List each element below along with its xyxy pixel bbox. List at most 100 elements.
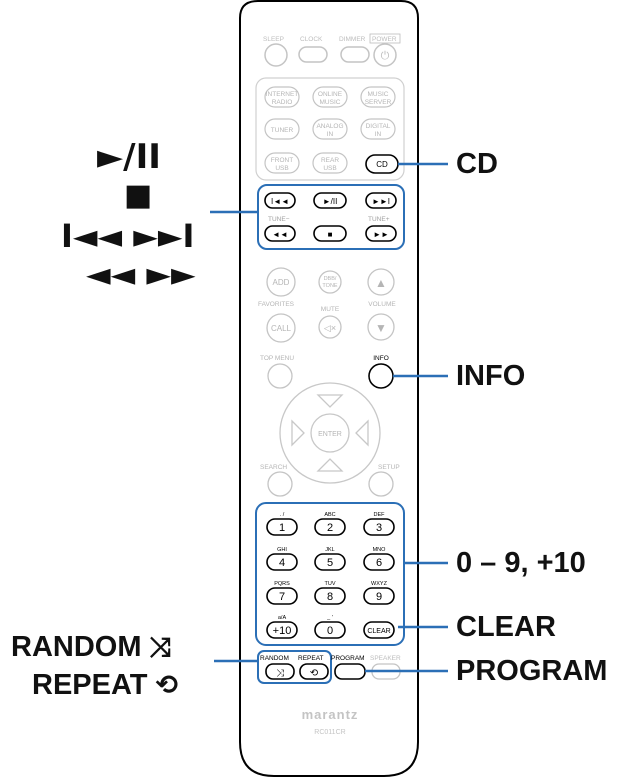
number-label-4: 4 bbox=[279, 557, 285, 569]
tune-minus-label: TUNE− bbox=[268, 216, 290, 223]
power-icon: ⏻ bbox=[381, 50, 390, 62]
search-callout: ◄◄ ►► bbox=[86, 255, 196, 293]
number-button-+10[interactable] bbox=[266, 621, 298, 639]
number-letters-label: GHI bbox=[277, 547, 287, 553]
number-letters-label: _ ' bbox=[326, 615, 333, 621]
power-label: POWER bbox=[372, 36, 397, 43]
call-button[interactable] bbox=[266, 313, 296, 343]
analog-label: ANALOG bbox=[316, 123, 343, 130]
repeat-icon: ⟲ bbox=[310, 668, 319, 679]
rear-usb-label: USB bbox=[323, 165, 336, 172]
add-label: ADD bbox=[273, 278, 290, 287]
number-button-8[interactable] bbox=[314, 587, 346, 605]
number-letters-label: PQRS bbox=[274, 581, 290, 587]
number-label-3: 3 bbox=[376, 522, 382, 534]
online-music-label: MUSIC bbox=[320, 99, 341, 106]
number-label-5: 5 bbox=[327, 557, 333, 569]
clear-callout: CLEAR bbox=[456, 611, 556, 643]
clock-label: CLOCK bbox=[300, 36, 323, 43]
add-button[interactable] bbox=[266, 267, 296, 297]
play-pause-icon: ►/II bbox=[323, 197, 338, 206]
number-letters-label: a/A bbox=[278, 615, 287, 621]
forward-icon: ►► bbox=[373, 230, 389, 239]
number-label-7: 7 bbox=[279, 591, 285, 603]
server-label: SERVER bbox=[365, 99, 392, 106]
source-buttons bbox=[264, 86, 396, 174]
number-label-+10: +10 bbox=[273, 625, 292, 637]
search-label: SEARCH bbox=[260, 464, 287, 471]
number-button-3[interactable] bbox=[363, 518, 395, 536]
clear-button[interactable] bbox=[363, 621, 395, 639]
transport-buttons[interactable] bbox=[264, 192, 397, 242]
number-button-9[interactable] bbox=[363, 587, 395, 605]
number-button-4[interactable] bbox=[266, 553, 298, 571]
random-callout-text: RANDOM bbox=[11, 631, 142, 663]
number-label-9: 9 bbox=[376, 591, 382, 603]
random-button[interactable] bbox=[265, 663, 295, 680]
number-button-0[interactable] bbox=[314, 621, 346, 639]
speaker-label: SPEAKER bbox=[370, 655, 401, 662]
random-repeat-group bbox=[257, 650, 332, 684]
volume-up-icon: ▲ bbox=[375, 276, 387, 290]
volume-up-button[interactable] bbox=[367, 268, 395, 296]
mute-icon: ◁× bbox=[324, 323, 336, 333]
number-button-1[interactable] bbox=[266, 518, 298, 536]
number-label-0: 0 bbox=[327, 625, 333, 637]
front-usb-label: USB bbox=[275, 165, 288, 172]
number-button-7[interactable] bbox=[266, 587, 298, 605]
mute-button[interactable] bbox=[318, 315, 342, 339]
online-label: ONLINE bbox=[318, 91, 343, 98]
dimmer-label: DIMMER bbox=[339, 36, 366, 43]
digital-in-label: IN bbox=[375, 131, 382, 138]
number-label-8: 8 bbox=[327, 591, 333, 603]
number-button-6[interactable] bbox=[363, 553, 395, 571]
info-button[interactable] bbox=[368, 363, 394, 389]
next-icon: ►►I bbox=[372, 197, 390, 206]
number-letters-label: DEF bbox=[374, 512, 386, 518]
program-label: PROGRAM bbox=[331, 655, 365, 662]
number-label-1: 1 bbox=[279, 522, 285, 534]
number-letters-label: WXYZ bbox=[371, 581, 388, 587]
numbers-callout: 0 – 9, +10 bbox=[456, 547, 586, 579]
repeat-button[interactable] bbox=[299, 663, 329, 680]
cross-pad[interactable] bbox=[279, 382, 381, 484]
program-callout: PROGRAM bbox=[456, 655, 608, 687]
tone-button[interactable] bbox=[318, 270, 342, 294]
setup-label: SETUP bbox=[378, 464, 400, 471]
front-label: FRONT bbox=[271, 157, 293, 164]
program-button[interactable] bbox=[334, 663, 366, 680]
tone-label: TONE bbox=[322, 283, 338, 289]
tune-plus-label: TUNE+ bbox=[368, 216, 390, 223]
volume-down-icon: ▼ bbox=[375, 321, 387, 335]
stop-icon: ■ bbox=[328, 230, 333, 239]
model-label: RC011CR bbox=[314, 729, 345, 736]
tuner-label: TUNER bbox=[271, 127, 294, 134]
number-label-6: 6 bbox=[376, 557, 382, 569]
brand-logo: marantz bbox=[302, 707, 359, 722]
callout-lines bbox=[210, 162, 448, 673]
search-button[interactable] bbox=[267, 471, 293, 497]
shuffle-callout-icon: ⤨ bbox=[149, 632, 172, 663]
call-label: CALL bbox=[271, 324, 292, 333]
skip-callout: I◄◄ ►►I bbox=[61, 217, 195, 255]
setup-button[interactable] bbox=[368, 471, 394, 497]
internet-label: INTERNET bbox=[266, 91, 299, 98]
dbb-label: DBB/ bbox=[324, 276, 337, 282]
number-button-5[interactable] bbox=[314, 553, 346, 571]
repeat-callout-text: REPEAT bbox=[32, 669, 148, 701]
number-letters-label: MNO bbox=[373, 547, 387, 553]
number-letters-label: JKL bbox=[325, 547, 334, 553]
stop-callout: ■ bbox=[124, 178, 153, 213]
volume-down-button[interactable] bbox=[367, 313, 395, 341]
enter-label: ENTER bbox=[318, 431, 342, 438]
top-menu-button[interactable] bbox=[267, 363, 293, 389]
clear-button-label: CLEAR bbox=[367, 628, 390, 635]
number-button-2[interactable] bbox=[314, 518, 346, 536]
transport-group bbox=[257, 184, 405, 250]
info-label: INFO bbox=[373, 355, 389, 362]
number-letters-label: ABC bbox=[324, 512, 335, 518]
number-letters-label: TUV bbox=[325, 581, 336, 587]
number-letters-label: . / bbox=[280, 512, 285, 518]
info-callout: INFO bbox=[456, 360, 526, 392]
